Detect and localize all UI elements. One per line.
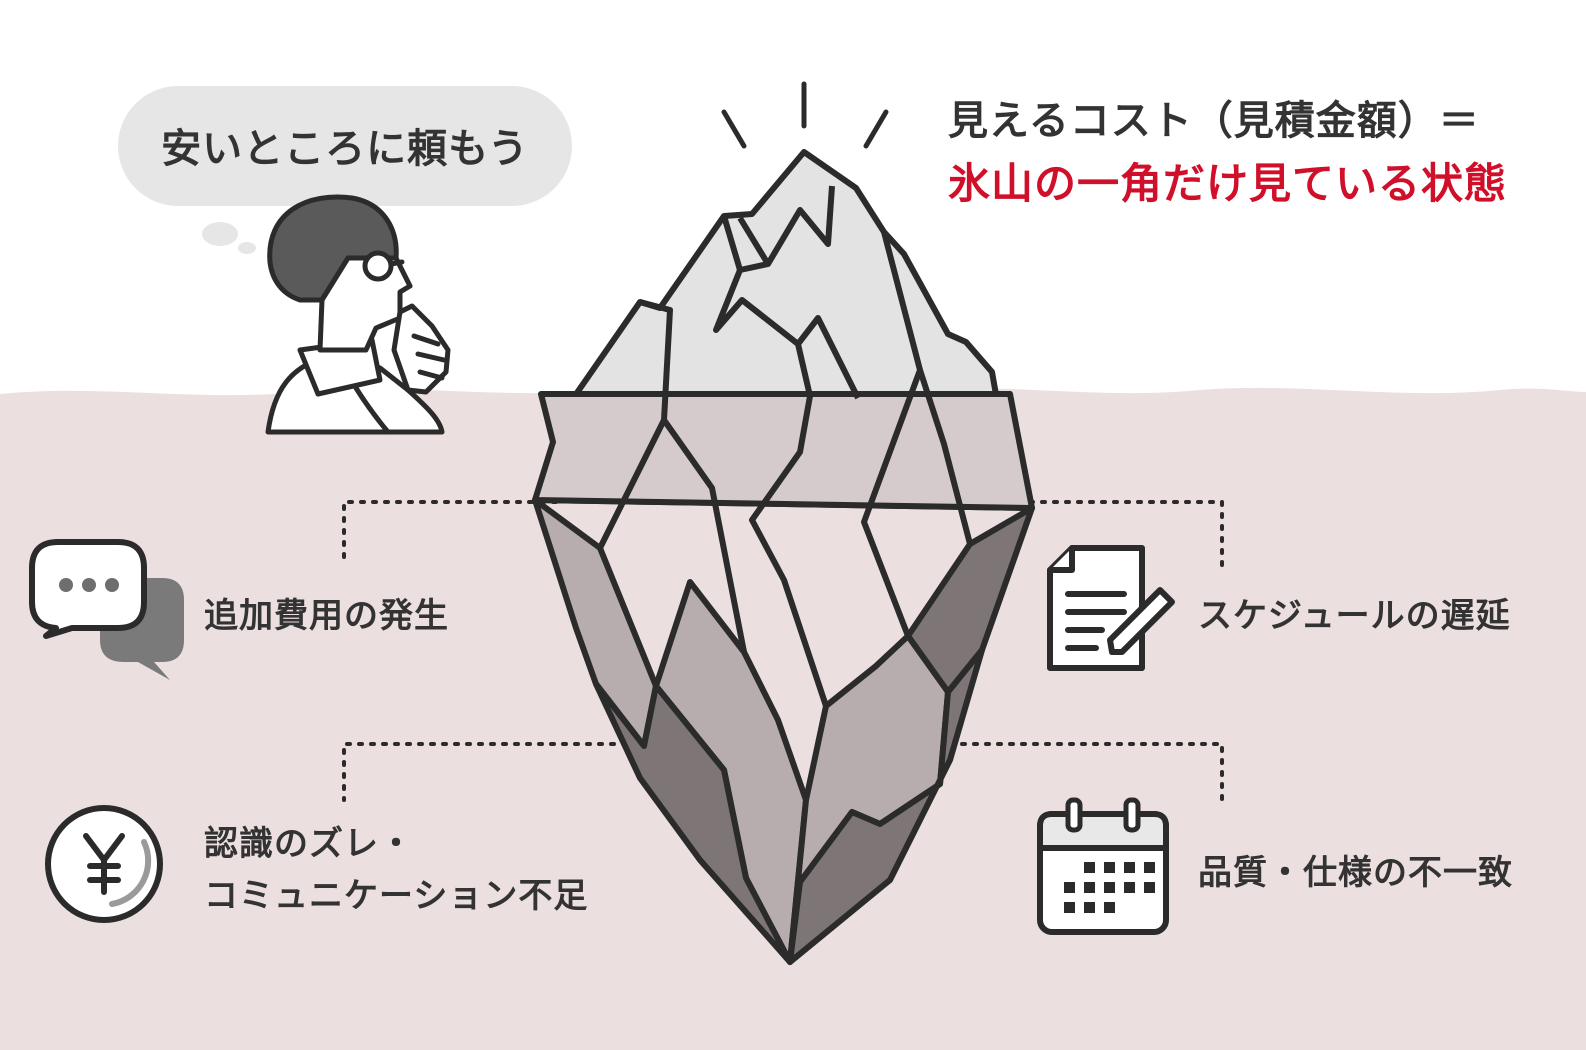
document-pencil-icon — [1047, 545, 1175, 671]
sparkle-lines — [721, 81, 889, 149]
label-additional-cost: 追加費用の発生 — [204, 596, 449, 636]
label-schedule-delay: スケジュールの遅延 — [1198, 596, 1511, 636]
thinking-person-icon — [265, 194, 451, 435]
chat-bubbles-icon — [29, 539, 184, 680]
iceberg-illustration — [532, 149, 1035, 965]
calendar-icon — [1037, 797, 1169, 935]
label-quality-mismatch: 品質・仕様の不一致 — [1198, 853, 1513, 893]
heading-tip-of-iceberg: 氷山の一角だけ見ている状態 — [948, 159, 1508, 208]
leader-lines — [342, 500, 1224, 802]
thought-bubble-text: 安いところに頼もう — [161, 126, 529, 172]
label-recognition-gap-line2: コミュニケーション不足 — [204, 876, 589, 916]
water-area — [0, 387, 1586, 1050]
yen-coin-icon — [45, 805, 163, 923]
iceberg-below-water-light — [532, 391, 1035, 511]
heading-visible-cost: 見えるコスト（見積金額）＝ — [948, 98, 1480, 144]
label-recognition-gap-line1: 認識のズレ・ — [204, 824, 414, 864]
iceberg-bottom-left-dark — [593, 681, 793, 965]
iceberg-bottom-right-dark — [787, 647, 985, 965]
thought-bubble — [118, 86, 572, 254]
label-recognition-gap: 認識のズレ・ コミュニケーション不足 — [204, 818, 588, 922]
